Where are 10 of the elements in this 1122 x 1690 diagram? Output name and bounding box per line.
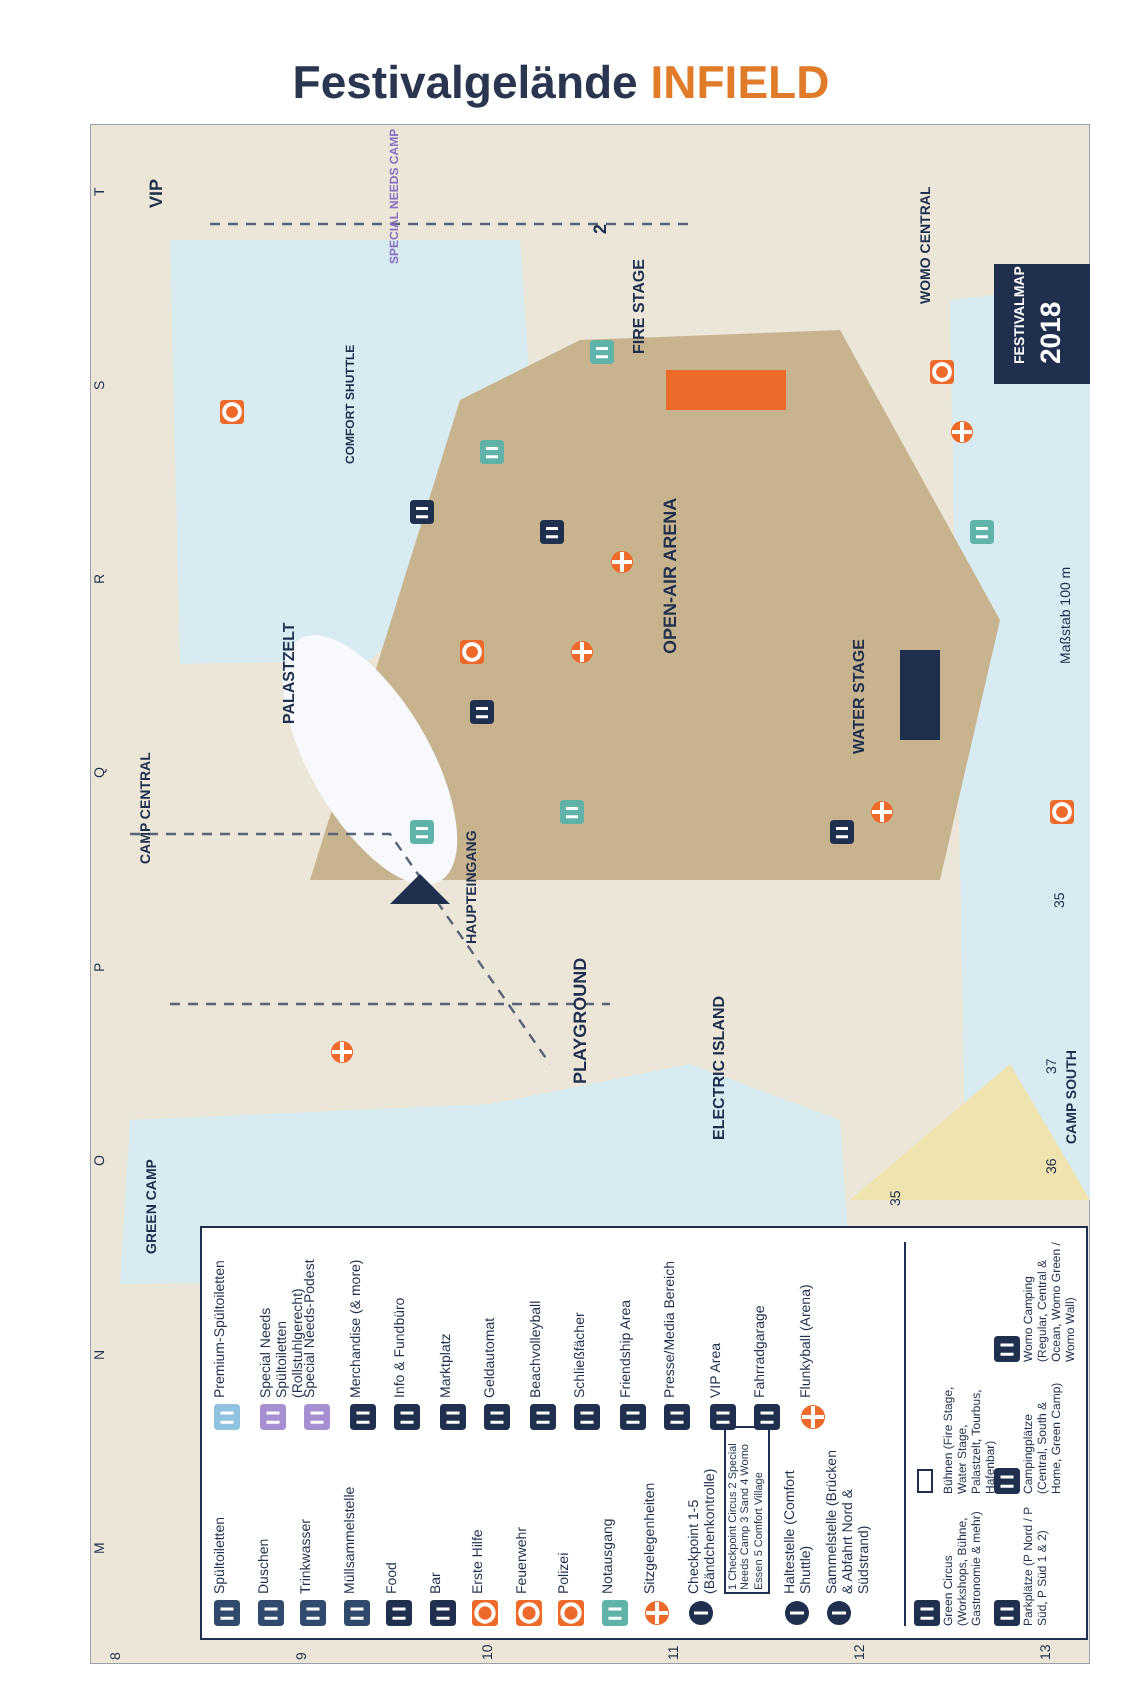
area-label: OPEN-AIR ARENA bbox=[660, 497, 680, 654]
stage-label: FIRE STAGE bbox=[630, 259, 648, 354]
stage-label: WATER STAGE bbox=[850, 639, 868, 754]
stage-label: PALASTZELT bbox=[280, 622, 298, 724]
title: Festivalgelände INFIELD bbox=[290, 56, 832, 110]
area-label: ELECTRIC ISLAND bbox=[710, 996, 728, 1140]
checkpoint-number: 2 bbox=[590, 223, 610, 234]
area-label: VIP bbox=[146, 178, 166, 208]
map-year: 2018 bbox=[1034, 301, 1066, 364]
area-label: PLAYGROUND bbox=[570, 957, 590, 1084]
